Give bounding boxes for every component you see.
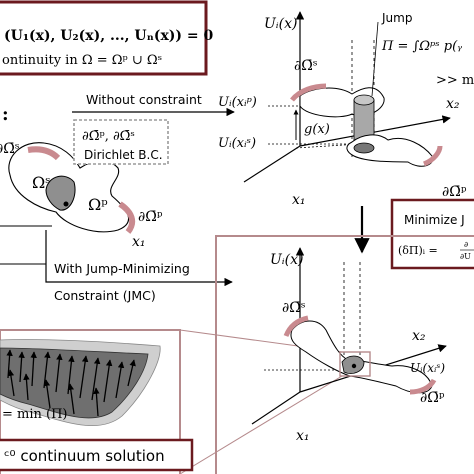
- dirichlet-boundaries: ∂Ω̄ᵖ, ∂Ω̄ˢ: [82, 129, 135, 144]
- boundary-p-label: ∂Ω̄ᵖ: [138, 209, 163, 225]
- boundary-p-label-bottom: ∂Ω̄ᵖ: [420, 390, 445, 406]
- governing-equation-box: (U₁(x), U₂(x), ..., Uₙ(x)) = 0 ontinuity…: [0, 0, 214, 76]
- with-jmc-label-1: With Jump-Minimizing: [54, 261, 190, 276]
- jmc-boundary-s: [283, 315, 309, 338]
- x2-axis-top: [299, 115, 451, 147]
- overlap-point: [63, 201, 69, 207]
- lower-boundary-p: [422, 145, 443, 167]
- u-at-xp-label: Uᵢ(xᵢᵖ): [218, 95, 257, 110]
- continuity-text: ontinuity in Ω = Ωᵖ ∪ Ωˢ: [2, 53, 162, 68]
- boundary-s-label-bottom: ∂Ω̄ˢ: [282, 300, 306, 316]
- dirichlet-label: Dirichlet B.C.: [84, 148, 163, 162]
- jmc-boundary-p: [409, 378, 437, 395]
- jump-pointer: [371, 21, 379, 97]
- jump-label: Jump: [381, 11, 412, 25]
- u-at-xs-label: Uᵢ(xᵢˢ): [218, 136, 256, 151]
- u-at-xs-label-bottom: Uᵢ(xᵢˢ): [410, 361, 445, 375]
- boundary-s-label-top: ∂Ω̄ˢ: [294, 58, 318, 74]
- jmc-overlap-point: [351, 363, 357, 369]
- panel-colon: :: [2, 104, 9, 125]
- domain-p-label: Ωᵖ: [88, 195, 108, 214]
- boundary-p-label-top: ∂Ω̄ᵖ: [442, 184, 467, 200]
- boundary-s-arc: [27, 146, 61, 161]
- x2-axis-label-bottom: x₂: [412, 328, 426, 344]
- u-axis-label-top: Uᵢ(x): [264, 16, 297, 32]
- x1-axis-bottom: [251, 391, 301, 425]
- x1-axis-label-top: x₁: [292, 192, 306, 208]
- overlap-region: [45, 175, 76, 211]
- jump-top-ellipse: [353, 94, 375, 106]
- without-constraint-label: Without constraint: [86, 92, 202, 107]
- minimize-frac-bottom: ∂U: [460, 252, 471, 261]
- x2-axis-label-top: x₂: [446, 96, 460, 112]
- equation-text: (U₁(x), U₂(x), ..., Uₙ(x)) = 0: [4, 28, 214, 44]
- minimize-box: Minimize J (δΠ)ᵢ = ∂ ∂U: [390, 198, 474, 270]
- minimize-frac-top: ∂: [464, 240, 468, 249]
- domain-panel: : ∂Ω̄ˢ Ωˢ Ωᵖ ∂Ω̄ᵖ x₁: [0, 104, 163, 250]
- top-right-plot: Uᵢ(x) x₂ x₁ Jump Π = ∫Ωᵖˢ p(ᵧ >> m Uᵢ(xᵢ…: [218, 11, 474, 208]
- upper-boundary-s: [290, 83, 327, 102]
- c0-solution-box: [0, 438, 194, 472]
- x1-axis-top: [243, 145, 301, 183]
- pi-definition: Π = ∫Ωᵖˢ p(ᵧ: [381, 39, 462, 54]
- flow-arrows: Without constraint With Jump-Minimizing …: [0, 92, 235, 303]
- minimize-expr: (δΠ)ᵢ =: [398, 244, 438, 257]
- g-x-label: g(x): [304, 122, 330, 137]
- boundary-p-arc: [118, 201, 136, 234]
- bottom-right-panel: Uᵢ(x) x₂ x₁ ∂Ω̄ˢ ∂Ω̄ᵖ Uᵢ(xᵢˢ): [0, 235, 474, 474]
- connector-bottom: [179, 375, 343, 474]
- with-jmc-label-2: Constraint (JMC): [54, 288, 156, 303]
- x1-axis-label: x₁: [132, 234, 146, 250]
- jump-bottom-ellipse: [353, 142, 375, 154]
- c0-solution-label: ᶜ⁰ continuum solution: [4, 447, 165, 465]
- min-pi-label: = min (Π): [2, 407, 68, 422]
- with-jmc-arrow: [45, 230, 233, 287]
- minimize-title: Minimize J: [404, 213, 465, 227]
- much-greater-label: >> m: [436, 73, 474, 88]
- x1-axis-label-bottom: x₁: [296, 428, 310, 444]
- vector-field: [6, 349, 136, 417]
- u-axis-label-bottom: Uᵢ(x): [270, 252, 303, 268]
- zoom-box: [339, 351, 371, 377]
- dirichlet-box: ∂Ω̄ᵖ, ∂Ω̄ˢ Dirichlet B.C.: [73, 119, 169, 165]
- zoom-inset: = min (Π) ᶜ⁰ continuum solution: [0, 339, 194, 472]
- domain-s-label: Ωˢ: [32, 173, 51, 192]
